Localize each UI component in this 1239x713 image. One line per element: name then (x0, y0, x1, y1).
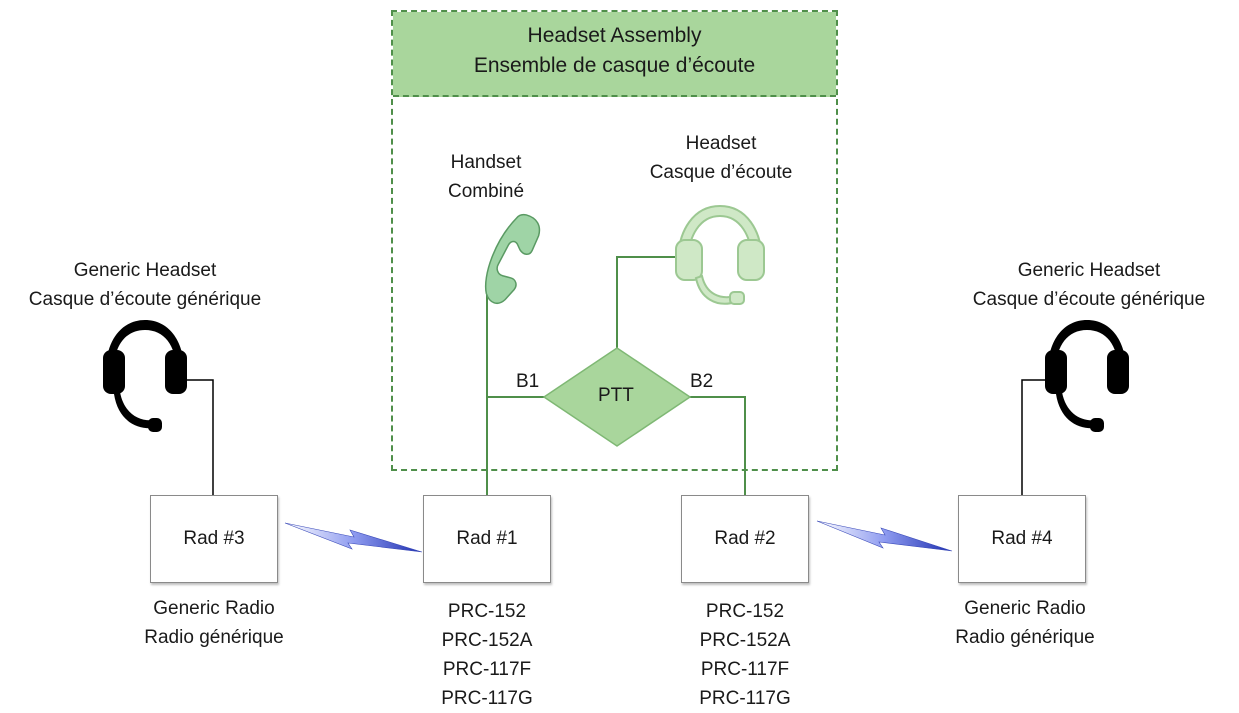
generic-headset-right-fr: Casque d’écoute générique (972, 289, 1206, 310)
headset-assembly-box: Headset Assembly Ensemble de casque d’éc… (391, 10, 838, 471)
rad2-model: PRC-152 (705, 601, 785, 622)
rad1-model: PRC-117F (442, 659, 532, 680)
handset-label-fr: Combiné (447, 181, 525, 202)
generic-radio-left-en: Generic Radio (153, 598, 275, 619)
generic-radio-right-en: Generic Radio (964, 598, 1086, 619)
radio-label-rad3: Rad #3 (183, 528, 245, 549)
radio-box-rad2: Rad #2 (681, 495, 809, 583)
rad2-model: PRC-117F (700, 659, 790, 680)
headset-assembly-title-en: Headset Assembly (527, 24, 702, 47)
headset-label-fr: Casque d’écoute (649, 162, 793, 183)
radio-label-rad4: Rad #4 (991, 528, 1053, 549)
radio-box-rad1: Rad #1 (423, 495, 551, 583)
generic-headset-left-wire (186, 379, 214, 495)
radio-label-rad2: Rad #2 (714, 528, 776, 549)
rad1-models: PRC-152 PRC-152A PRC-117F PRC-117G (422, 597, 552, 713)
generic-headset-left-fr: Casque d’écoute générique (28, 289, 262, 310)
generic-headset-right-wire (1021, 379, 1047, 495)
radio-box-rad4: Rad #4 (958, 495, 1086, 583)
radio-box-rad3: Rad #3 (150, 495, 278, 583)
headset-assembly-title: Headset Assembly Ensemble de casque d’éc… (393, 21, 836, 81)
generic-headset-left-label: Generic Headset Casque d’écoute génériqu… (0, 256, 290, 314)
generic-headset-right-en: Generic Headset (1017, 260, 1161, 281)
assembly-wires (486, 256, 746, 497)
generic-headset-left-icon (103, 320, 187, 432)
generic-headset-right-label: Generic Headset Casque d’écoute génériqu… (944, 256, 1234, 314)
rad1-model: PRC-152A (441, 630, 533, 651)
b2-wire (688, 396, 746, 497)
handset-label: Handset Combiné (436, 148, 536, 206)
headset-label: Headset Casque d’écoute (626, 129, 816, 187)
wireless-link-right (816, 520, 953, 552)
headset-assembly-header: Headset Assembly Ensemble de casque d’éc… (393, 12, 836, 97)
rad1-model: PRC-117G (441, 688, 533, 709)
headset-assembly-title-fr: Ensemble de casque d’écoute (473, 54, 756, 77)
generic-headset-left-en: Generic Headset (73, 260, 217, 281)
port-b1-label: B1 (516, 371, 540, 392)
generic-radio-left-label: Generic Radio Radio générique (114, 594, 314, 652)
rad2-models: PRC-152 PRC-152A PRC-117F PRC-117G (680, 597, 810, 713)
port-b2-label: B2 (690, 371, 714, 392)
radio-label-rad1: Rad #1 (456, 528, 518, 549)
wireless-link-left (284, 522, 423, 553)
rad2-model: PRC-117G (699, 688, 791, 709)
rad2-model: PRC-152A (699, 630, 791, 651)
generic-radio-right-label: Generic Radio Radio générique (925, 594, 1125, 652)
headset-icon (675, 204, 765, 305)
generic-radio-left-fr: Radio générique (144, 627, 284, 648)
rad1-model: PRC-152 (447, 601, 527, 622)
headset-wire (616, 256, 680, 348)
ptt-diamond (542, 347, 692, 447)
generic-headset-right-icon (1045, 320, 1129, 432)
headset-label-en: Headset (685, 133, 757, 154)
handset-icon (484, 213, 541, 305)
generic-radio-right-fr: Radio générique (955, 627, 1095, 648)
handset-label-en: Handset (450, 152, 522, 173)
ptt-label: PTT (598, 385, 634, 406)
